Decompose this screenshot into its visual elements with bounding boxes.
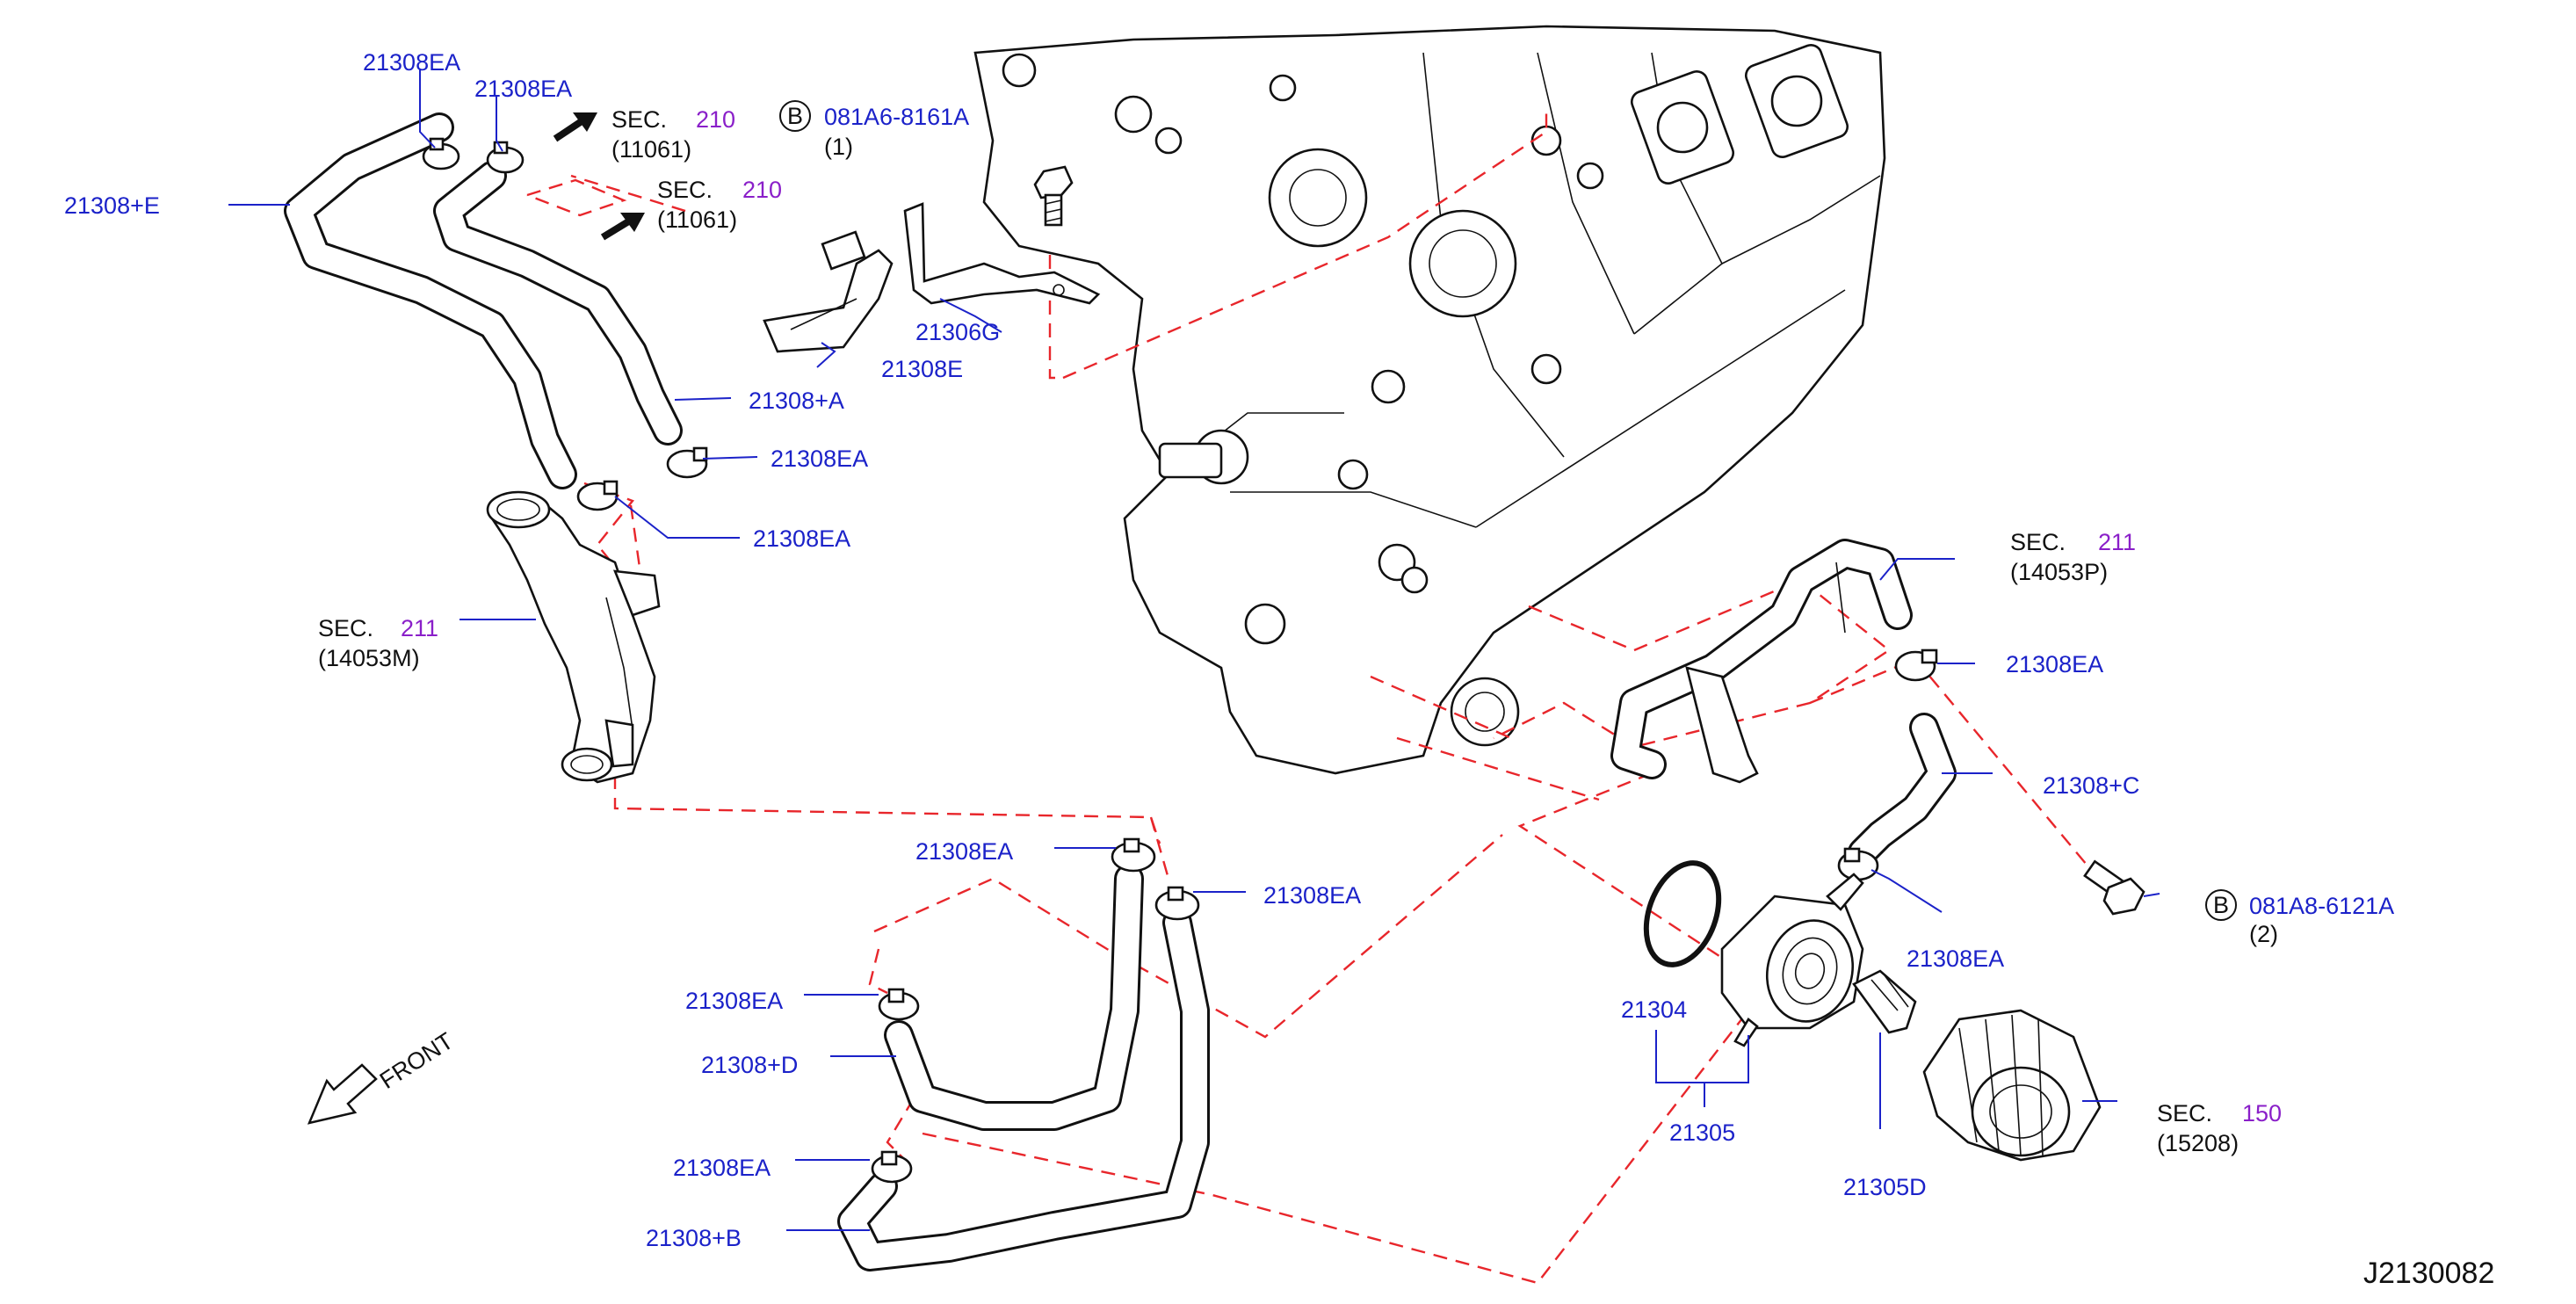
label-21308ea-b[interactable]: 21308EA	[474, 76, 572, 102]
clip-21308e[interactable]	[763, 230, 894, 353]
label-21308ea-e[interactable]: 21308EA	[2006, 651, 2103, 677]
bolt-b-circle-icon	[2205, 889, 2237, 921]
label-21308ea-f[interactable]: 21308EA	[1907, 945, 2004, 972]
label-21308ea-a[interactable]: 21308EA	[363, 49, 460, 76]
sec211left-num: 211	[401, 615, 438, 641]
label-21308ea-h[interactable]: 21308EA	[1263, 882, 1361, 909]
label-21308ea-g[interactable]: 21308EA	[915, 838, 1013, 865]
clamp-21308ea-lower-d[interactable]	[871, 1150, 913, 1184]
label-21305[interactable]: 21305	[1669, 1119, 1735, 1146]
section-ref-150[interactable]: SEC. 150 (15208)	[2157, 1100, 2282, 1156]
section-ref-211-right[interactable]: SEC. 211 (14053P)	[2010, 529, 2136, 585]
label-21308-b-plus[interactable]: 21308+B	[646, 1225, 742, 1251]
section-ref-211-left[interactable]: SEC. 211 (14053M)	[318, 615, 438, 671]
clamp-21308ea-lower-b[interactable]	[1154, 886, 1200, 921]
front-arrow-icon	[307, 1063, 378, 1125]
section-ref-210-b[interactable]: SEC. 210 (11061)	[657, 177, 782, 233]
sec210b-ref: (11061)	[657, 206, 737, 233]
label-21308ea-j[interactable]: 21308EA	[673, 1155, 771, 1181]
arrow-sec210-a	[553, 112, 597, 142]
hose-21308-a[interactable]	[433, 161, 683, 446]
water-pipe-14053p[interactable]	[1610, 539, 1913, 784]
sec211left-prefix: SEC.	[318, 615, 373, 641]
hose-21308-d[interactable]	[884, 864, 1144, 1131]
bolt-right-part: 081A8-6121A	[2249, 893, 2394, 919]
hose-21308-c[interactable]	[1848, 713, 1957, 867]
bolt-top-circle-letter: B	[787, 103, 803, 129]
bracket-21306g[interactable]	[903, 202, 1101, 305]
clamp-21308ea-upper-low[interactable]	[576, 480, 619, 511]
oil-cooler-21305[interactable]	[1720, 873, 1864, 1047]
sec150-num: 150	[2242, 1100, 2282, 1127]
bolt-label-right[interactable]: B 081A8-6121A (2)	[2205, 889, 2394, 947]
bolt-label-top[interactable]: B 081A6-8161A (1)	[779, 100, 969, 160]
arrow-sec210-b	[600, 213, 645, 241]
sec211right-num: 211	[2098, 529, 2136, 555]
clamp-21308ea-top-right[interactable]	[486, 141, 525, 174]
leader-lines	[228, 69, 2160, 1231]
label-21308-d-plus[interactable]: 21308+D	[701, 1052, 798, 1078]
sec210b-prefix: SEC.	[657, 177, 713, 203]
clamp-21308ea-right-low[interactable]	[1837, 847, 1879, 881]
clamp-21308ea-lower-a[interactable]	[1111, 837, 1156, 873]
bolt-right-circle-letter: B	[2213, 892, 2229, 918]
section-ref-210-a[interactable]: SEC. 210 (11061)	[611, 106, 735, 163]
water-pipe-14053m[interactable]	[486, 490, 661, 784]
diagram-id: J2130082	[2363, 1257, 2494, 1290]
label-21306g[interactable]: 21306G	[915, 319, 1000, 345]
sec211right-prefix: SEC.	[2010, 529, 2066, 555]
sec150-ref: (15208)	[2157, 1130, 2239, 1156]
hose-21308-b[interactable]	[837, 908, 1210, 1271]
engine-block-illustration	[973, 25, 1886, 775]
bolt-081a6-8161a[interactable]	[1033, 165, 1074, 227]
label-21308ea-c[interactable]: 21308EA	[771, 446, 868, 472]
label-21308-e-plus[interactable]: 21308+E	[64, 192, 160, 219]
label-21305d[interactable]: 21305D	[1843, 1174, 1927, 1200]
label-21308ea-d[interactable]: 21308EA	[753, 525, 850, 552]
bolt-top-qty: (1)	[824, 134, 853, 160]
clamp-21308ea-upper-mid[interactable]	[666, 446, 708, 479]
sec210a-ref: (11061)	[611, 136, 691, 163]
label-21308-a-plus[interactable]: 21308+A	[749, 388, 844, 414]
clamp-21308ea-lower-c[interactable]	[878, 988, 920, 1021]
sec211right-ref: (14053P)	[2010, 559, 2108, 585]
label-21308e[interactable]: 21308E	[881, 356, 963, 382]
sec211left-ref: (14053M)	[318, 645, 420, 671]
bolt-081a8-6121a[interactable]	[2083, 859, 2145, 916]
clamp-21308ea-top-left[interactable]	[422, 137, 460, 170]
label-21308-c-plus[interactable]: 21308+C	[2043, 772, 2139, 799]
label-21308ea-i[interactable]: 21308EA	[685, 988, 783, 1014]
label-21304[interactable]: 21304	[1621, 996, 1687, 1023]
clamp-21308ea-right-top[interactable]	[1894, 648, 1938, 682]
bolt-b-circle-icon	[779, 100, 811, 132]
sec210a-num: 210	[696, 106, 735, 133]
connector-21305d[interactable]	[1852, 969, 1917, 1034]
hose-21308-e[interactable]	[284, 112, 577, 489]
sec150-prefix: SEC.	[2157, 1100, 2212, 1127]
bolt-right-qty: (2)	[2249, 921, 2278, 947]
sec210b-num: 210	[742, 177, 782, 203]
oil-filter-15208[interactable]	[1922, 1009, 2102, 1162]
o-ring-21304[interactable]	[1633, 853, 1732, 975]
front-label: FRONT	[375, 1027, 458, 1094]
sec210a-prefix: SEC.	[611, 106, 667, 133]
bolt-top-part: 081A6-8161A	[824, 104, 969, 130]
